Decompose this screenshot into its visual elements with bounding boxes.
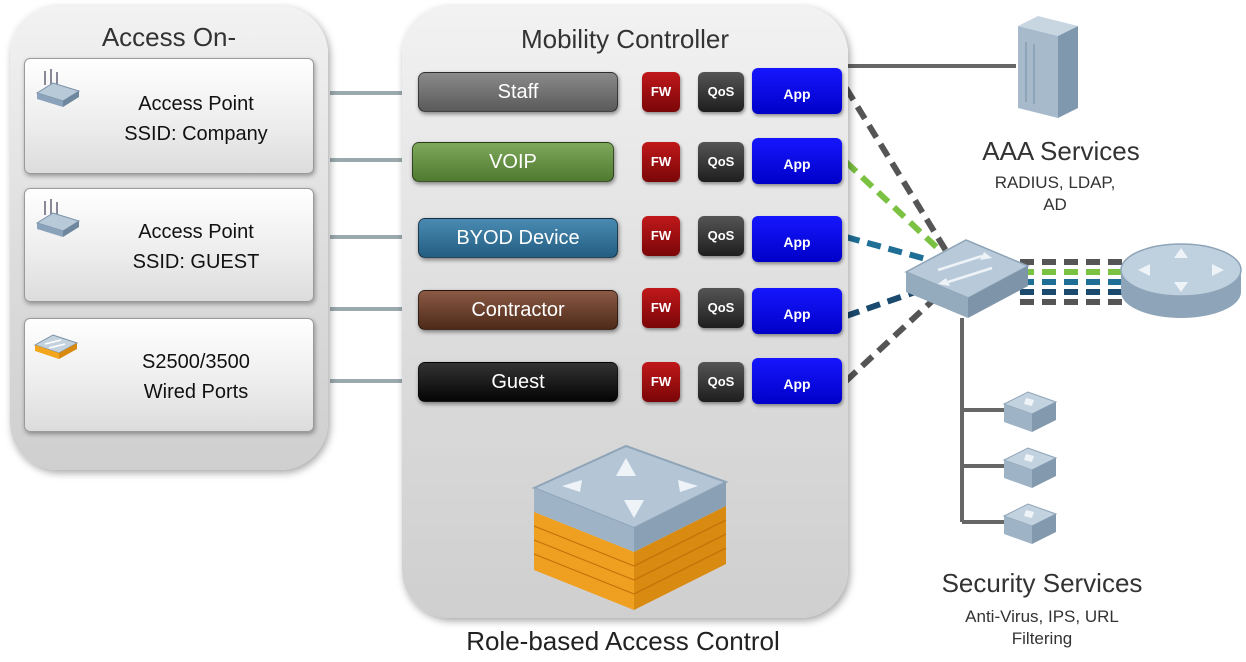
aaa-title: AAA Services	[982, 136, 1140, 166]
app-badge: App	[752, 216, 842, 262]
core-switch-icon	[904, 239, 1030, 318]
dash-voip	[843, 159, 951, 261]
ap-line2: SSID: Company	[124, 123, 268, 145]
fw-badge: FW	[642, 288, 680, 328]
access-point-company-label: Access Point SSID: Company	[85, 89, 307, 149]
dash-staff	[843, 86, 951, 256]
fw-badge: FW	[642, 142, 680, 182]
security-appliance-icon	[1002, 391, 1058, 432]
controller-panel-title: Mobility Controller	[520, 24, 730, 54]
role-contractor: Contractor	[418, 290, 618, 330]
controller-appliance-icon	[531, 444, 729, 610]
access-point-guest-card: Access Point SSID: GUEST	[24, 188, 314, 302]
fw-badge: FW	[642, 362, 680, 402]
dash-contractor	[845, 279, 945, 319]
app-badge: App	[752, 68, 842, 114]
qos-badge: QoS	[698, 362, 744, 402]
aaa-subtitle: RADIUS, LDAP, AD	[994, 173, 1116, 214]
role-byod-device: BYOD Device	[418, 218, 618, 258]
app-badge: App	[752, 358, 842, 404]
security-appliance-icon	[1002, 447, 1058, 488]
fw-badge: FW	[642, 216, 680, 256]
role-guest: Guest	[418, 362, 618, 402]
wired-line1: S2500/3500	[142, 351, 250, 373]
qos-badge: QoS	[698, 142, 744, 182]
access-point-company-card: Access Point SSID: Company	[24, 58, 314, 174]
ap-line1: Access Point	[138, 221, 254, 243]
qos-badge: QoS	[698, 72, 744, 112]
fw-badge: FW	[642, 72, 680, 112]
wired-switch-icon	[33, 334, 79, 359]
security-subtitle: Anti-Virus, IPS, URL Filtering	[965, 607, 1119, 648]
role-staff: Staff	[418, 72, 618, 112]
ap-line1: Access Point	[138, 93, 254, 115]
access-point-icon	[35, 199, 81, 237]
wired-ports-label: S2500/3500 Wired Ports	[85, 347, 307, 407]
role-voip: VOIP	[412, 142, 614, 182]
security-links	[960, 318, 1004, 524]
ap-line2: SSID: GUEST	[132, 251, 260, 273]
app-badge: App	[752, 138, 842, 184]
app-badge: App	[752, 288, 842, 334]
access-point-guest-label: Access Point SSID: GUEST	[85, 217, 307, 277]
wired-ports-card: S2500/3500 Wired Ports	[24, 318, 314, 432]
security-title: Security Services	[941, 568, 1143, 598]
access-point-icon	[35, 69, 81, 107]
dash-byod	[845, 234, 945, 267]
qos-badge: QoS	[698, 216, 744, 256]
wired-line2: Wired Ports	[143, 381, 249, 403]
controller-caption: Role-based Access Control	[466, 626, 780, 656]
access-panel-title: Access On-	[101, 22, 237, 52]
security-appliance-icon	[1002, 503, 1058, 544]
qos-badge: QoS	[698, 288, 744, 328]
dashed-links	[843, 86, 1130, 384]
aaa-server-icon	[1018, 16, 1078, 118]
dash-guest	[843, 287, 947, 384]
router-icon	[1120, 243, 1242, 318]
